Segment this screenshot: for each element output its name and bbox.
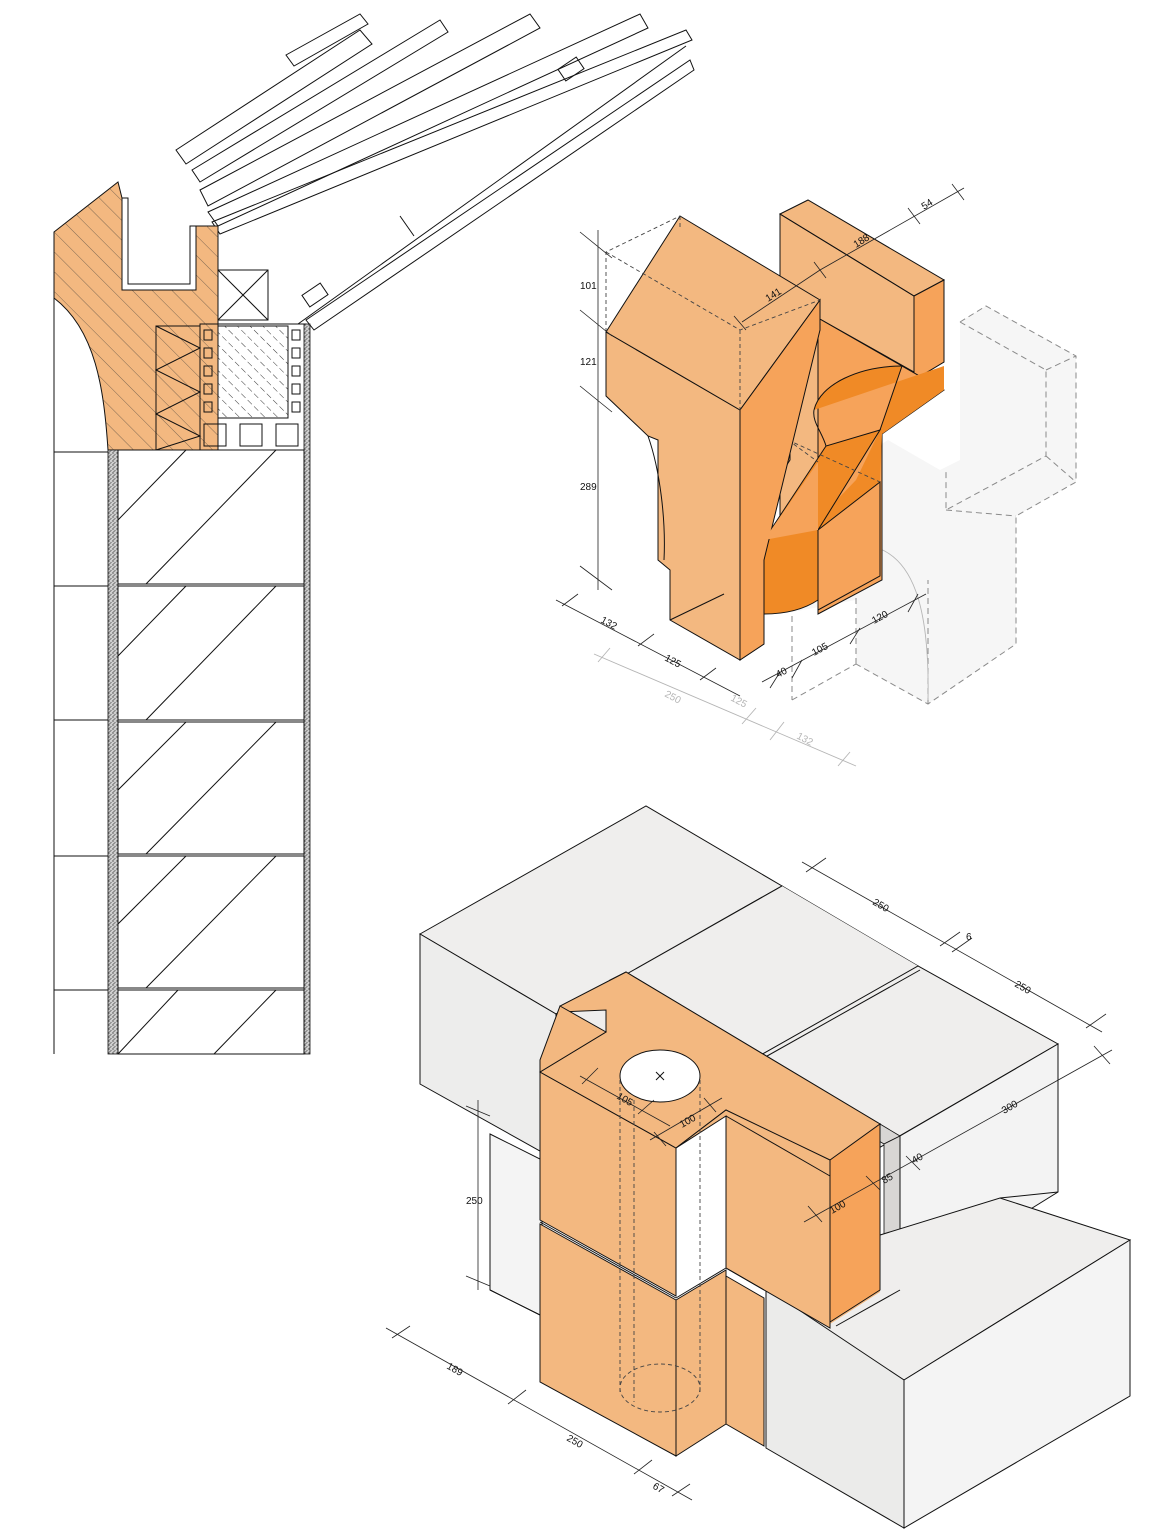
dim-250-left: 250 bbox=[466, 1196, 483, 1207]
block-assembly: 250 6 250 300 40 85 100 105 100 250 bbox=[385, 805, 1132, 1529]
dim-250-bottom: 250 bbox=[565, 1433, 585, 1451]
construction-box bbox=[605, 215, 821, 410]
dim-289: 289 bbox=[580, 482, 597, 493]
dim-250-grey: 250 bbox=[663, 689, 683, 707]
dim-85: 85 bbox=[880, 1171, 896, 1186]
wall-section bbox=[53, 298, 311, 1055]
dim-54: 54 bbox=[920, 197, 936, 212]
pin-hole bbox=[619, 1049, 701, 1413]
dim-250-top2: 250 bbox=[1013, 979, 1033, 997]
dim-132-grey: 132 bbox=[795, 731, 815, 749]
dim-67: 67 bbox=[651, 1481, 667, 1496]
dim-121: 121 bbox=[580, 357, 597, 368]
dim-125-grey: 125 bbox=[729, 693, 749, 711]
dim-6: 6 bbox=[966, 932, 972, 943]
section-detail bbox=[53, 13, 695, 1055]
dim-105: 105 bbox=[810, 641, 830, 659]
rear-brick-side bbox=[913, 279, 945, 381]
dim-125: 125 bbox=[663, 653, 683, 671]
dim-132: 132 bbox=[599, 615, 619, 633]
roof-boards bbox=[175, 13, 695, 331]
dim-189: 189 bbox=[445, 1361, 465, 1379]
dim-40-right: 40 bbox=[910, 1151, 926, 1166]
dim-101: 101 bbox=[580, 281, 597, 292]
beam-cross bbox=[217, 269, 269, 321]
corbel-isometric: 101 121 289 141 188 54 132 125 40 105 bbox=[555, 183, 1077, 767]
dim-250-top: 250 bbox=[871, 897, 891, 915]
dim-40: 40 bbox=[774, 666, 789, 681]
grey-block-front-left bbox=[765, 1287, 905, 1529]
ghost-block bbox=[791, 305, 1077, 705]
